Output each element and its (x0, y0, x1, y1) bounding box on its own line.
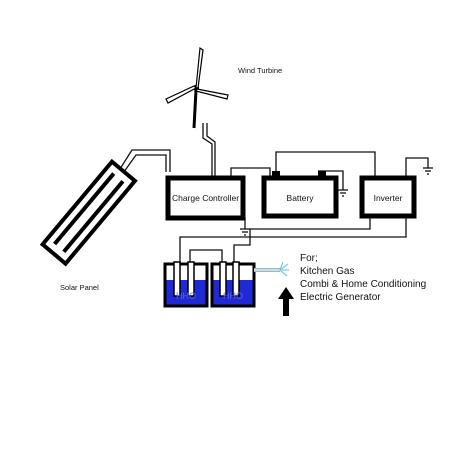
wind-turbine-icon (165, 46, 229, 129)
solar-panel-icon (39, 158, 138, 267)
ground-symbol-icon (240, 228, 250, 236)
inverter-tank-wire-2 (233, 218, 371, 262)
tank-left-label: HHO (176, 291, 196, 301)
solar-wire (117, 149, 171, 173)
wiring (117, 123, 429, 264)
solar-wire-2 (120, 154, 167, 177)
ground-symbol-icon (338, 189, 348, 197)
inverter-tank-wire (179, 218, 407, 264)
inverter-box (359, 175, 417, 219)
inverter-ground-wire (405, 157, 429, 178)
tank-right-label: HHO (223, 291, 243, 301)
inverter-label: Inverter (374, 193, 403, 203)
uses-heading: For; (300, 253, 318, 264)
battery-terminal-positive (272, 171, 280, 177)
solar-panel-label: Solar Panel (60, 283, 99, 292)
gas-outlet-pipe (254, 261, 289, 277)
wind-turbine-label: Wind Turbine (238, 66, 282, 75)
battery-inverter-wire (275, 151, 376, 176)
charge-controller-box (165, 175, 246, 221)
hho-tank-left: HHO (163, 261, 209, 308)
tank-link-wire (189, 249, 223, 264)
uses-item: Combi & Home Conditioning (300, 279, 426, 290)
turbine-wire-2 (206, 123, 216, 176)
uses-item: Electric Generator (300, 292, 381, 303)
uses-list: For; Kitchen Gas Combi & Home Conditioni… (300, 253, 426, 303)
battery-box (261, 175, 339, 219)
turbine-wire (202, 123, 213, 176)
hho-tank-right: HHO (210, 261, 256, 308)
controller-battery-wire (230, 167, 271, 178)
battery-terminal-negative (318, 171, 326, 177)
gas-spark-icon (279, 261, 289, 277)
charge-controller-label: Charge Controller (172, 193, 239, 203)
ground-symbol-icon (423, 167, 433, 175)
up-arrow-icon (278, 287, 294, 316)
uses-item: Kitchen Gas (300, 266, 354, 277)
battery-label: Battery (287, 193, 315, 203)
